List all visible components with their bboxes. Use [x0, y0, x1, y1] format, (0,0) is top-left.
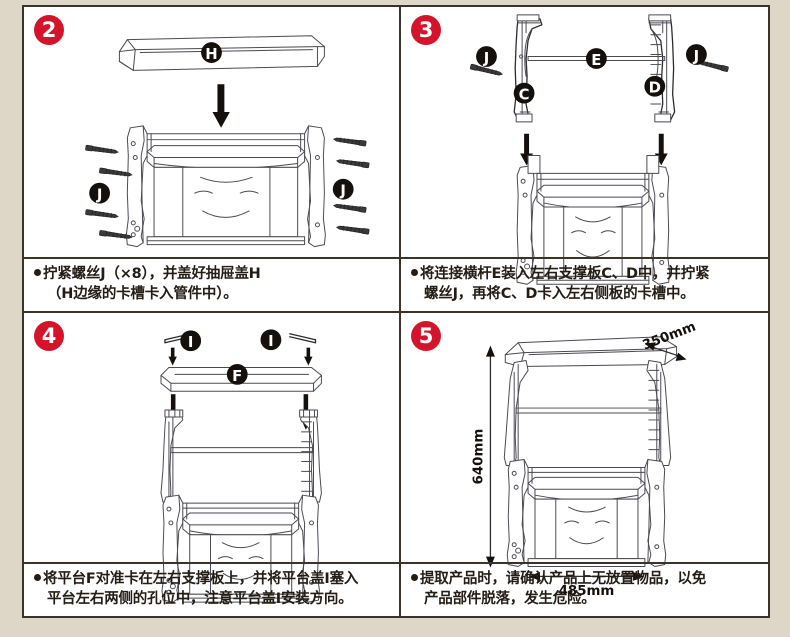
arrow-I-left-down [168, 347, 177, 366]
step-panel-4: 4 I I [22, 312, 400, 618]
step-5-illustration: 640mm 485mm 350mm [472, 319, 699, 599]
bullet-icon [411, 269, 418, 277]
label-C: C [513, 82, 535, 104]
label-I-left: I [180, 330, 202, 351]
caption-line-2: 产品部件脱落，发生危险。 [424, 591, 596, 608]
caption-line-2: 平台左右两侧的孔位中，注意平台盖I安装方向。 [47, 591, 353, 608]
step-2-illustration: H [85, 35, 370, 248]
screw-left-3 [469, 63, 503, 76]
svg-text:J: J [96, 186, 103, 204]
svg-text:E: E [591, 51, 601, 69]
bullet-icon [34, 269, 41, 277]
assembly-base-4 [161, 494, 320, 603]
assembly-base [515, 155, 671, 285]
step-badge-4: 4 [34, 321, 64, 351]
dimension-height-label: 640mm [472, 429, 487, 485]
caption-divider-2 [24, 257, 399, 259]
caption-divider-3 [401, 257, 768, 259]
label-I-right: I [260, 329, 282, 350]
label-E: E [585, 48, 607, 69]
step-4-caption: 将平台F对准卡在左右支撑板上，并将平台盖I塞入平台左右两侧的孔位中，注意平台盖I… [24, 569, 399, 610]
svg-text:C: C [519, 86, 530, 104]
part-H-drawer-cover [118, 35, 325, 71]
part-I-right [289, 333, 317, 344]
svg-text:J: J [483, 49, 490, 67]
dimension-height: 640mm [472, 345, 495, 568]
step-panel-5: 5 [400, 312, 770, 618]
label-J-right: J [332, 178, 354, 200]
caption-line-2: （H边缘的卡槽卡入管件中）。 [47, 286, 238, 303]
assembly-arrow-down [212, 84, 230, 128]
step-badge-2: 2 [34, 15, 64, 45]
step-3-illustration: C D [469, 14, 729, 285]
step-2-caption: 拧紧螺丝J（×8），并盖好抽屉盖H （H边缘的卡槽卡入管件中）。 [24, 264, 399, 305]
step-4-illustration: I I [160, 329, 322, 603]
svg-text:I: I [188, 333, 194, 351]
svg-text:J: J [339, 182, 346, 200]
label-J-right-3: J [685, 44, 707, 65]
screw-group-left [85, 144, 133, 239]
bullet-icon [34, 574, 41, 582]
panel-grid: 2 H [22, 5, 770, 618]
dimension-width: 485mm [529, 571, 644, 599]
caption-line-1: 将连接横杆E装入左右支撑板C、D中，并拧紧 [420, 265, 710, 282]
svg-text:J: J [693, 47, 700, 65]
caption-line-1: 提取产品时，请确认产品上无放置物品，以免 [420, 570, 706, 587]
step-panel-2: 2 H [22, 5, 400, 312]
screw-group-right [332, 137, 370, 235]
caption-divider-5 [401, 562, 768, 564]
svg-text:I: I [268, 332, 274, 350]
assembly-body [125, 125, 326, 248]
part-C-support [513, 14, 543, 123]
svg-text:D: D [649, 79, 661, 97]
arrow-I-right-down [304, 347, 313, 366]
label-F: F [226, 363, 248, 385]
step-panel-3: 3 C [400, 5, 770, 312]
product-columns [503, 360, 672, 466]
bullet-icon [411, 574, 418, 582]
step-badge-3: 3 [411, 15, 441, 45]
svg-text:H: H [205, 45, 217, 63]
step-badge-5: 5 [411, 321, 441, 351]
assembly-frame-tall [160, 409, 322, 503]
label-D: D [644, 75, 666, 97]
step-5-caption: 提取产品时，请确认产品上无放置物品，以免产品部件脱落，发生危险。 [401, 569, 768, 610]
caption-line-1: 将平台F对准卡在左右支撑板上，并将平台盖I塞入 [43, 570, 359, 587]
label-J-left-3: J [476, 46, 497, 67]
caption-line-2: 螺丝J，再将C、D卡入左右侧板的卡槽中。 [424, 286, 695, 303]
product-top-shelf [504, 336, 678, 367]
part-D-support [648, 14, 676, 123]
label-H: H [201, 42, 222, 63]
dimension-width-label: 485mm [559, 584, 615, 599]
step-3-caption: 将连接横杆E装入左右支撑板C、D中，并拧紧螺丝J，再将C、D卡入左右侧板的卡槽中… [401, 264, 768, 305]
svg-text:F: F [232, 367, 242, 385]
label-J-left: J [89, 182, 111, 204]
caption-line-1: 拧紧螺丝J（×8），并盖好抽屉盖H [43, 265, 261, 282]
product-base [506, 459, 667, 567]
caption-divider-4 [24, 562, 399, 564]
